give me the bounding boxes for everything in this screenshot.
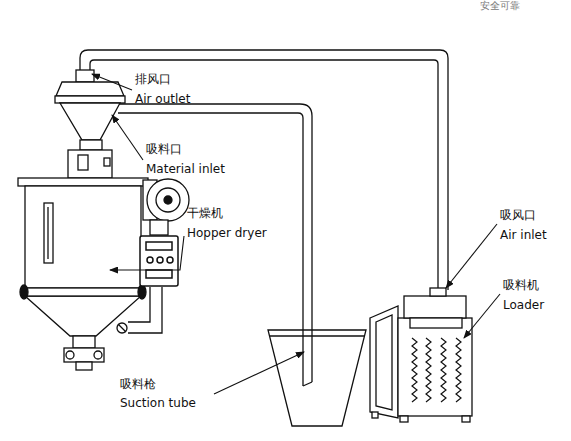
dryer-control-box <box>146 270 172 278</box>
leader-lines <box>112 115 143 160</box>
callout-label: Loader <box>503 298 544 312</box>
dryer-blower <box>118 324 126 332</box>
material-pipe <box>118 104 312 382</box>
callout-label: Air outlet <box>135 92 190 106</box>
loader-cabinet <box>430 288 446 296</box>
dryer-hopper <box>22 288 144 296</box>
louver <box>426 338 431 402</box>
dryer-blower <box>128 287 162 333</box>
loader-cabinet <box>398 318 472 416</box>
callout-label: Hopper dryer <box>187 226 267 240</box>
callout-label: 吸料口 <box>146 142 182 156</box>
dryer-hopper <box>64 348 104 362</box>
loader-cabinet <box>410 318 462 328</box>
watermark-text: 安全可靠 <box>480 0 520 12</box>
dryer-hopper <box>94 351 102 359</box>
dryer-hopper <box>25 186 141 288</box>
hopper-loader <box>60 103 120 140</box>
hopper-loader <box>78 155 88 170</box>
dryer-hopper <box>138 285 146 299</box>
dryer-blower <box>156 188 180 212</box>
dryer-blower <box>150 220 168 235</box>
dryer-hopper <box>18 178 148 370</box>
hopper-loader <box>55 70 125 178</box>
dryer-control-box <box>140 236 178 286</box>
loader-cabinet <box>370 288 472 422</box>
callout-label: Suction tube <box>120 396 196 410</box>
dryer-blower <box>147 179 189 221</box>
dryer-blower <box>164 196 172 204</box>
leader-lines <box>464 294 500 338</box>
callout-label: Material inlet <box>146 162 225 176</box>
hopper-loader <box>68 150 112 178</box>
loader-louvers <box>412 338 461 402</box>
dryer-blower <box>128 287 150 322</box>
loader-cabinet <box>462 416 470 422</box>
dryer-hopper <box>44 203 53 263</box>
material-pipe <box>303 382 312 386</box>
dryer-hopper <box>47 207 48 259</box>
material-bin <box>270 335 364 336</box>
dryer-control-box <box>140 236 178 286</box>
dryer-hopper <box>18 178 148 186</box>
callout-label: 吸料机 <box>503 278 539 292</box>
material-bin <box>268 330 366 426</box>
callout-label: 干燥机 <box>187 206 223 220</box>
callout-label: Air inlet <box>500 228 547 242</box>
hopper-loader <box>76 70 94 82</box>
hopper-loader <box>55 96 125 103</box>
loader-cabinet <box>370 306 398 418</box>
leader-lines <box>92 74 132 90</box>
callout-label: 吸风口 <box>500 208 536 222</box>
loader-cabinet <box>372 412 378 418</box>
louver <box>441 338 446 402</box>
leader-lines <box>110 236 184 270</box>
dryer-hopper <box>76 362 92 370</box>
dryer-hopper <box>25 296 141 336</box>
loader-cabinet <box>400 416 408 422</box>
material-bin <box>268 330 366 426</box>
louver <box>412 338 417 402</box>
air-pipe <box>90 60 438 290</box>
dryer-hopper <box>20 285 28 299</box>
dryer-blower <box>117 179 189 333</box>
leader-lines <box>214 352 304 394</box>
dryer-hopper <box>73 336 95 348</box>
hopper-loader <box>104 158 110 166</box>
loader-cabinet <box>404 296 466 318</box>
dryer-blower <box>117 323 127 333</box>
leader-lines <box>92 74 500 394</box>
dryer-control-box <box>157 257 163 263</box>
dryer-control-box <box>167 257 173 263</box>
callout-label: 排风口 <box>135 72 171 86</box>
callout-label: 吸料枪 <box>120 377 156 391</box>
hopper-loader <box>80 140 102 150</box>
loader-cabinet <box>376 315 392 410</box>
dryer-hopper <box>66 351 74 359</box>
dryer-control-box <box>146 242 172 250</box>
dryer-control-box <box>147 257 153 263</box>
leader-lines <box>446 224 497 288</box>
hopper-loader <box>56 82 124 96</box>
material-pipe <box>118 104 312 386</box>
louver <box>456 338 461 402</box>
material-pipe <box>118 113 303 386</box>
